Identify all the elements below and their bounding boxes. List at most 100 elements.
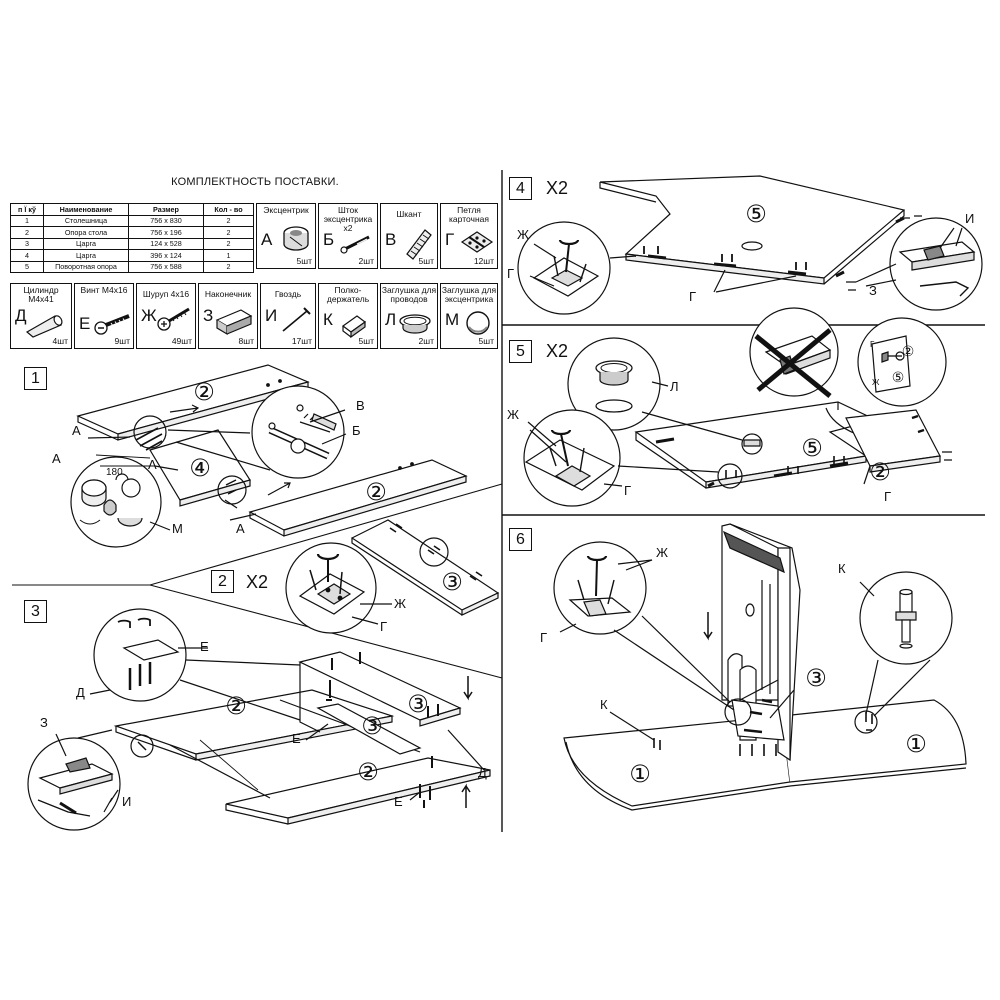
hardware-name: Шкант	[396, 209, 422, 219]
hardware-letter: Е	[79, 314, 91, 333]
hardware-item-screw: Шуруп 4x16 Ж 49шт	[136, 283, 196, 349]
shelf-support-icon	[341, 315, 367, 338]
bolt-icon	[94, 314, 130, 335]
cell: 2	[203, 260, 254, 273]
label-g: Г	[624, 483, 632, 498]
hardware-name: Шуруп 4x16	[142, 289, 190, 299]
step-6-box: 6	[509, 528, 532, 551]
part-mark-3: ③	[407, 690, 429, 718]
part-mark-3: ③	[805, 664, 827, 692]
hardware-item-nail: Гвоздь И 17шт	[260, 283, 316, 349]
label-zh: Ж	[656, 545, 669, 560]
part-mark-1: ①	[629, 760, 651, 788]
part-mark-2: ②	[869, 458, 891, 486]
hardware-qty: 49шт	[171, 336, 192, 346]
hardware-qty: 5шт	[478, 336, 494, 346]
part-mark-4: ④	[189, 454, 211, 482]
hardware-name: Цилиндр М4x41	[23, 285, 59, 304]
step-2-drawing	[285, 519, 500, 634]
step-2-box: 2	[211, 570, 234, 593]
label-g: Г	[689, 289, 697, 304]
hardware-letter: И	[265, 306, 278, 325]
label-g: Г	[380, 619, 388, 634]
hardware-item-eccentric: Эксцентрик А 5шт	[256, 203, 316, 269]
label-a: А	[72, 423, 81, 438]
label-g: Г	[870, 340, 875, 349]
hardware-item-cylinder: Цилиндр М4x41 Д 4шт	[10, 283, 72, 349]
step-1-box: 1	[24, 367, 47, 390]
step-6-drawing	[553, 523, 967, 811]
hardware-letter: Б	[323, 230, 335, 249]
part-mark-2: ②	[225, 692, 247, 720]
label-z: З	[40, 715, 48, 730]
part-mark-2: ②	[357, 758, 379, 786]
hardware-qty: 2шт	[418, 336, 434, 346]
label-i: И	[122, 794, 132, 809]
label-zh: Ж	[394, 596, 407, 611]
part-mark-2: ②	[902, 344, 915, 360]
hardware-qty: 17шт	[291, 336, 312, 346]
hardware-letter: В	[385, 230, 397, 249]
cell: 1	[10, 214, 44, 227]
step-4-multiplier: X2	[546, 178, 569, 198]
hinge-icon	[460, 231, 494, 253]
label-b: Б	[352, 423, 361, 438]
hardware-qty: 9шт	[114, 336, 130, 346]
parts-table-header: п Ї кў Наименование Размер Кол - во	[10, 203, 254, 216]
hardware-letter: А	[261, 230, 273, 249]
hardware-item-dowel: Шкант В 5шт	[380, 203, 438, 269]
part-mark-3: ③	[361, 712, 383, 740]
hardware-name: Шток эксцентрика x2	[323, 205, 373, 233]
hardware-name: Эксцентрик	[263, 205, 309, 215]
hardware-qty: 8шт	[238, 336, 254, 346]
hardware-qty: 5шт	[358, 336, 374, 346]
label-e: Е	[394, 794, 403, 809]
cell: 1	[203, 249, 254, 262]
cell: 2	[203, 237, 254, 250]
page-title: КОМПЛЕКТНОСТЬ ПОСТАВКИ.	[171, 176, 339, 188]
cable-grommet-icon	[399, 314, 431, 334]
hardware-item-hinge: Петля карточная Г 12шт	[440, 203, 498, 269]
hardware-name: Полко- держатель	[326, 285, 370, 304]
step-3-drawing	[27, 608, 491, 831]
step-2-multiplier: X2	[246, 572, 269, 592]
label-g: Г	[540, 630, 548, 645]
hardware-letter: Ж	[141, 306, 157, 325]
hardware-item-shelf-support: Полко- держатель К 5шт	[318, 283, 378, 349]
hardware-name: Заглушка для проводов	[381, 285, 437, 304]
step-4-drawing	[517, 175, 983, 315]
label-k: К	[600, 697, 608, 712]
hardware-qty: 5шт	[418, 256, 434, 266]
label-k: К	[838, 561, 846, 576]
hardware-qty: 5шт	[296, 256, 312, 266]
part-mark-5: ⑤	[745, 200, 767, 228]
hardware-item-end-cap: Наконечник З 8шт	[198, 283, 258, 349]
cell: 2	[203, 226, 254, 239]
label-zh: Ж	[517, 227, 530, 242]
eccentric-icon	[283, 226, 309, 251]
step-1-drawing	[70, 364, 468, 548]
cell: 756 x 830	[128, 214, 204, 227]
eccentric-cap-icon	[466, 311, 490, 335]
label-v: В	[356, 398, 365, 413]
hardware-letter: З	[203, 306, 214, 325]
hardware-qty: 4шт	[52, 336, 68, 346]
hardware-item-bolt: Винт М4x16 Е 9шт	[74, 283, 134, 349]
step-5-box: 5	[509, 340, 532, 363]
label-e: Е	[292, 731, 301, 746]
part-mark-2: ②	[365, 478, 387, 506]
step-5-multiplier: X2	[546, 341, 569, 361]
nail-icon	[282, 307, 311, 332]
part-mark-3: ③	[441, 568, 463, 596]
label-d: Д	[478, 765, 487, 780]
label-zh: Ж	[507, 407, 520, 422]
hardware-letter: М	[445, 310, 460, 329]
label-zh: Ж	[872, 378, 880, 387]
cell: 124 x 528	[128, 237, 204, 250]
